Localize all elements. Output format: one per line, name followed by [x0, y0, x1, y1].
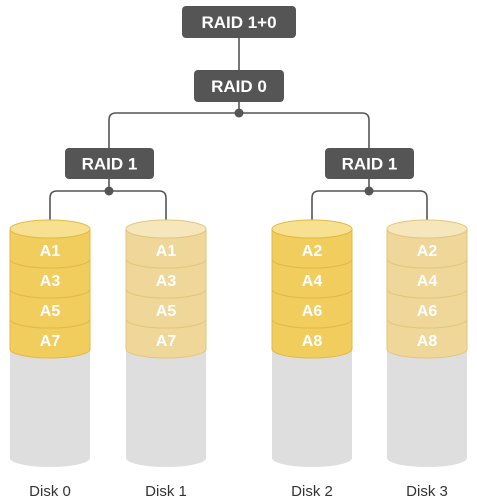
disk-top-cap — [386, 219, 468, 239]
disk-body — [10, 349, 90, 467]
block-label: A3 — [40, 273, 61, 290]
label-raid-1-right-box — [325, 148, 414, 179]
disk-body — [126, 349, 206, 467]
block-label: A2 — [417, 243, 438, 260]
block-label: A5 — [40, 303, 61, 320]
joint-stripe — [234, 108, 244, 118]
joint-left-mirror — [104, 186, 114, 196]
disk-top-cap — [125, 219, 207, 239]
disk-body — [387, 349, 467, 467]
disk-label: Disk 1 — [145, 483, 187, 500]
label-raid-1-right-text: RAID 1 — [342, 155, 398, 174]
joint-right-mirror — [364, 186, 374, 196]
block-label: A4 — [302, 273, 323, 290]
block-label: A8 — [417, 333, 438, 350]
block-label: A7 — [40, 333, 61, 350]
block-label: A1 — [40, 243, 61, 260]
block-label: A1 — [156, 243, 177, 260]
label-raid-10-box — [182, 6, 296, 38]
label-raid-1-right: RAID 1 — [325, 148, 414, 179]
label-raid-10: RAID 1+0 — [182, 6, 296, 38]
block-label: A3 — [156, 273, 177, 290]
label-raid-1-left-text: RAID 1 — [82, 155, 138, 174]
block-label: A7 — [156, 333, 177, 350]
block-label: A4 — [417, 273, 438, 290]
label-raid-10-text: RAID 1+0 — [201, 13, 276, 32]
connector-stripe-branch — [108, 112, 370, 148]
label-raid-0: RAID 0 — [194, 70, 284, 102]
label-raid-1-left-box — [65, 148, 154, 179]
block-label: A8 — [302, 333, 323, 350]
label-raid-0-box — [194, 70, 284, 102]
disk-top-cap — [271, 219, 353, 239]
connector-lines — [49, 37, 428, 230]
disk-label: Disk 2 — [291, 483, 333, 500]
block-label: A5 — [156, 303, 177, 320]
disk-body — [272, 349, 352, 467]
disk-label: Disk 3 — [406, 483, 448, 500]
block-label: A2 — [302, 243, 323, 260]
block-label: A6 — [417, 303, 438, 320]
disk-top-cap — [9, 219, 91, 239]
disk-label: Disk 0 — [29, 483, 71, 500]
label-raid-0-text: RAID 0 — [211, 77, 267, 96]
block-label: A6 — [302, 303, 323, 320]
label-raid-1-left: RAID 1 — [65, 148, 154, 179]
